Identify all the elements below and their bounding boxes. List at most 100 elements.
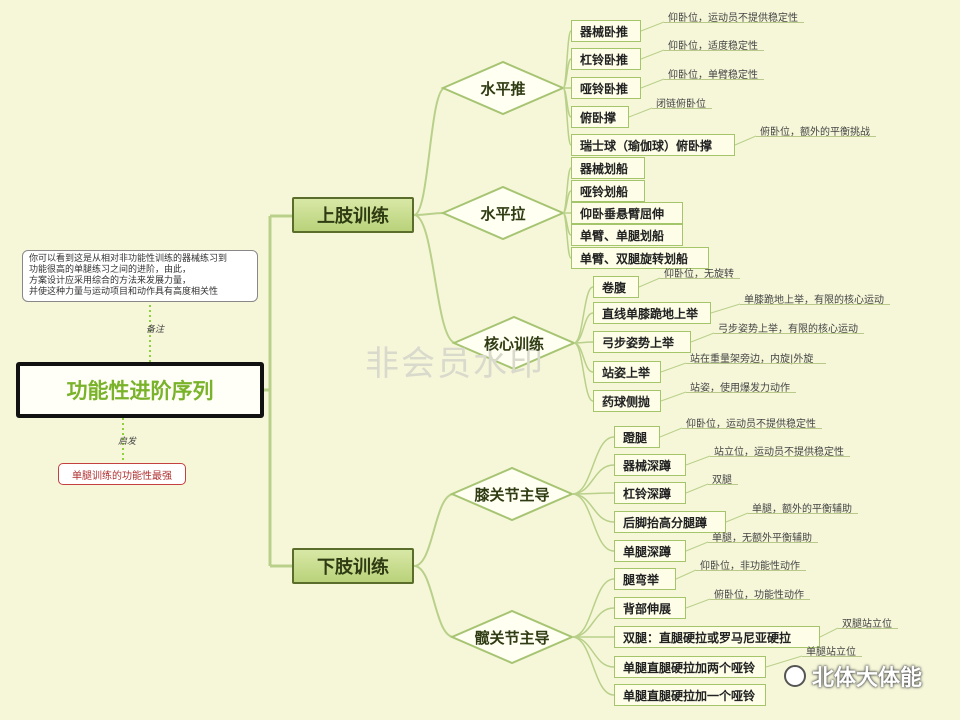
leaf-node[interactable]: 双腿：直腿硬拉或罗马尼亚硬拉 [614,626,820,648]
leaf-annotation: 单腿，额外的平衡辅助 [752,504,852,515]
leaf-node[interactable]: 杠铃深蹲 [614,482,686,504]
connector-path [571,607,615,638]
leaf-annotation: 闭链俯卧位 [656,99,706,110]
connector-path [573,312,594,344]
leaf-annotation: 仰卧位，运动员不提供稳定性 [668,13,798,24]
connector-path [640,21,665,32]
connector-path [562,212,572,259]
branch-lower-limb[interactable]: 下肢训练 [292,548,414,584]
connector-path [413,214,457,344]
connector-path [571,493,615,523]
annotation-underline [748,513,858,514]
connector-path [734,135,757,146]
leaf-node[interactable]: 站姿上举 [593,361,661,383]
leaf-node[interactable]: 器械深蹲 [614,454,686,476]
branch-upper-limb[interactable]: 上肢训练 [292,197,414,233]
leaf-node[interactable]: 杠铃卧推 [571,48,641,70]
brand-logo-text: 北体大体能 [812,666,923,691]
leaf-node[interactable]: 俯卧撑 [571,106,629,128]
leaf-node[interactable]: 器械划船 [571,157,645,179]
leaf-annotation: 双腿站立位 [842,619,892,630]
leaf-annotation: 单膝跪地上举，有限的核心运动 [744,295,884,306]
subtopic-label: 核心训练 [483,335,544,353]
connector-path [413,565,455,638]
leaf-node[interactable]: 瑞士球（瑜伽球）俯卧撑 [571,134,735,156]
annotation-underline [686,392,796,393]
leaf-annotation: 站姿，使用爆发力动作 [690,383,790,394]
leaf-node[interactable]: 单臂、单腿划船 [571,224,683,246]
leaf-node[interactable]: 单腿深蹲 [614,540,686,562]
leaf-node[interactable]: 弓步姿势上举 [593,331,691,353]
leaf-node[interactable]: 后脚抬高分腿蹲 [614,511,726,533]
leaf-annotation: 俯卧位，功能性动作 [714,590,804,601]
connector-path [685,541,709,552]
leaf-node[interactable]: 哑铃划船 [571,180,645,202]
leaf-node[interactable]: 蹬腿 [614,426,660,448]
hint-connector-label: 启发 [118,437,137,447]
connector-path [571,493,615,552]
leaf-annotation: 弓步姿势上举，有限的核心运动 [718,324,858,335]
leaf-annotation: 仰卧位，运动员不提供稳定性 [686,419,816,430]
leaf-annotation: 单腿，无额外平衡辅助 [712,533,812,544]
annotation-underline [710,599,810,600]
annotation-underline [740,304,890,305]
connector-path [685,483,709,494]
central-topic[interactable]: 功能性进阶序列 [16,362,264,418]
leaf-node[interactable]: 卷腹 [593,276,639,298]
connector-path [562,58,572,89]
connector-path [573,342,594,402]
brand-logo-icon [784,665,806,687]
leaf-annotation: 站立位，运动员不提供稳定性 [714,447,844,458]
annotation-underline [664,79,764,80]
connector-path [571,464,615,495]
leaf-annotation: 仰卧位，适度稳定性 [668,41,758,52]
leaf-node[interactable]: 背部伸展 [614,597,686,619]
leaf-annotation: 仰卧位，无旋转 [664,269,734,280]
leaf-node[interactable]: 药球侧抛 [593,390,661,412]
annotation-underline [802,656,862,657]
connector-path [628,107,653,118]
note-connector-label: 备注 [146,325,165,335]
annotation-underline [708,484,738,485]
connector-path [710,303,741,314]
leaf-node[interactable]: 器械卧推 [571,20,641,42]
brand-logo: 北体大体能 [784,660,922,692]
connector-path [571,636,615,696]
leaf-node[interactable]: 仰卧垂悬臂屈伸 [571,202,683,224]
hint-bubble[interactable]: 单腿训练的功能性最强 [58,463,186,485]
leaf-annotation: 俯卧位，额外的平衡挑战 [760,127,870,138]
connector-path [765,655,803,668]
connector-path [685,455,711,466]
annotation-underline [714,333,864,334]
connector-path [659,427,683,438]
annotation-underline [838,628,898,629]
annotation-underline [708,542,818,543]
annotation-underline [686,363,826,364]
annotation-underline [696,570,806,571]
connector-path [640,78,665,89]
connector-path [640,49,665,60]
leaf-node[interactable]: 单臂、双腿旋转划船 [571,247,709,269]
connector-path [413,493,455,567]
connector-path [638,277,661,288]
connector-path [571,636,615,668]
leaf-annotation: 单腿站立位 [806,647,856,658]
leaf-annotation: 站在重量架旁边，内旋|外旋 [690,354,814,365]
leaf-node[interactable]: 直线单膝跪地上举 [593,302,711,324]
leaf-node[interactable]: 哑铃卧推 [571,77,641,99]
connector-path [562,167,572,214]
leaf-node[interactable]: 腿弯举 [614,568,676,590]
annotation-underline [682,428,822,429]
leaf-node[interactable]: 单腿直腿硬拉加一个哑铃 [614,684,766,706]
connector-path [413,212,446,216]
subtopic-label: 水平推 [480,80,526,98]
leaf-node[interactable]: 单腿直腿硬拉加两个哑铃 [614,656,766,678]
leaf-annotation: 双腿 [712,475,732,486]
connector-path [660,391,687,402]
leaf-annotation: 仰卧位，单臂稳定性 [668,70,758,81]
annotation-underline [660,278,740,279]
connector-path [690,332,715,343]
connector-path [562,87,572,146]
